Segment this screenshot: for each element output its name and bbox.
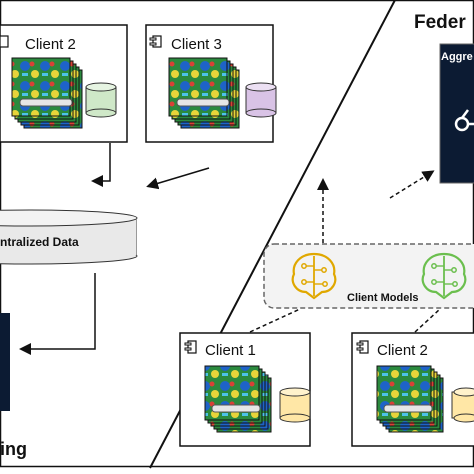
arrow-data-to-model: [19, 273, 96, 355]
left-client-2-label: Client 2: [25, 36, 76, 53]
left-client-3-label: Client 3: [171, 36, 222, 53]
central-model-box: [0, 313, 10, 411]
database-cylinder-icon: [85, 82, 117, 118]
cfd-image-stack: [376, 365, 444, 433]
left-client-3-card: Client 3: [145, 24, 277, 143]
centralized-data-disk: ntralized Data: [0, 209, 138, 265]
database-cylinder-icon: [279, 387, 311, 423]
arrow-model-to-aggregator: [389, 170, 435, 199]
cfd-image-stack: [168, 57, 240, 129]
brain-icon: [291, 252, 337, 300]
left-client-2-card: Client 2: [0, 24, 128, 143]
centralized-training-title: ing: [0, 439, 27, 459]
aggregator-server: Aggre: [439, 43, 474, 184]
right-client-1-label: Client 1: [205, 342, 256, 359]
client-models-label: Client Models: [347, 292, 419, 304]
component-icon: [149, 35, 162, 48]
cfd-image-stack: [204, 365, 272, 433]
centralized-data-label: ntralized Data: [0, 235, 79, 249]
component-icon: [356, 340, 369, 354]
right-client-1-card: Client 1: [179, 332, 311, 447]
link-client1-to-models: [249, 308, 301, 333]
network-icon: [454, 109, 474, 132]
arrow-client2-to-data: [91, 143, 111, 187]
arrow-client3-to-data: [146, 167, 210, 190]
component-icon: [0, 35, 9, 48]
link-client2-to-models: [414, 308, 441, 333]
right-client-2-label: Client 2: [377, 342, 428, 359]
federated-title: Feder: [414, 12, 466, 33]
database-cylinder-icon: [245, 82, 277, 118]
database-cylinder-icon: [451, 387, 474, 423]
component-icon: [184, 340, 197, 354]
client-models-box: Client Models: [263, 243, 474, 309]
right-client-2-card: Client 2: [351, 332, 474, 447]
brain-icon: [421, 252, 467, 300]
aggregator-label: Aggre: [441, 51, 473, 63]
cfd-image-stack: [11, 57, 83, 129]
